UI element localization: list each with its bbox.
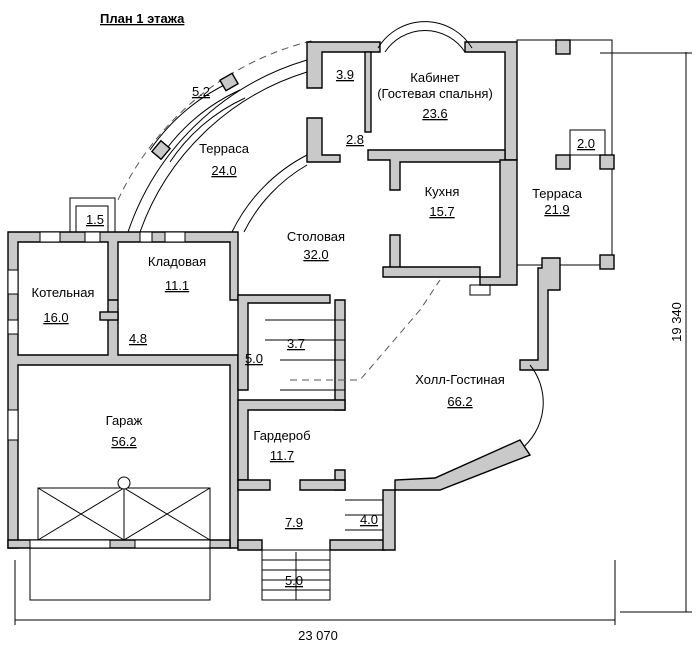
room-area: 5.0 [285,573,303,588]
room-area: 5.2 [192,84,210,99]
room-area: 32.0 [303,247,328,262]
width-dimension: 23 070 [14,560,616,643]
right-terrace [516,39,615,270]
room-area: 11.7 [270,448,294,463]
room-area: 7.9 [285,515,303,530]
room-area: 56.2 [111,434,136,449]
room-name: Кладовая [148,254,206,269]
plan-title: План 1 этажа [100,11,185,26]
room-area: 23.6 [422,106,447,121]
terrace-arc [117,39,316,233]
room-labels: Кабинет (Гостевая спальня) 23.6 3.9 2.8 … [32,67,596,588]
room-name: Кабинет [410,70,459,85]
room-area: 4.8 [129,331,147,346]
room-area: 4.0 [360,512,378,527]
room-name: Столовая [287,229,345,244]
room-name: Терраса [199,141,250,156]
room-area: 3.9 [336,67,354,82]
width-value: 23 070 [298,628,338,643]
room-area: 24.0 [211,163,236,178]
room-name: Кухня [425,184,460,199]
room-name: Терраса [532,186,583,201]
height-dimension: 19 340 [600,52,692,613]
room-name: Гардероб [253,428,310,443]
left-block-walls [7,231,239,549]
room-name: Котельная [32,285,95,300]
room-area: 21.9 [544,202,569,217]
room-area: 3.7 [287,336,305,351]
dining-boundary [290,279,441,381]
garage-doors [29,476,211,601]
height-value: 19 340 [669,302,684,342]
room-area: 15.7 [429,204,454,219]
room-area: 2.0 [577,136,595,151]
upper-block-walls [306,21,518,296]
room-name: Гараж [106,413,143,428]
room-name-sub: (Гостевая спальня) [377,86,493,101]
room-area: 66.2 [447,394,472,409]
room-name: Холл-Гостиная [415,372,505,387]
room-area: 2.8 [346,132,364,147]
room-area: 11.1 [165,278,189,293]
room-area: 1.5 [86,212,104,227]
room-area: 16.0 [43,310,68,325]
room-area: 5.0 [245,351,263,366]
center-walls [237,294,396,601]
